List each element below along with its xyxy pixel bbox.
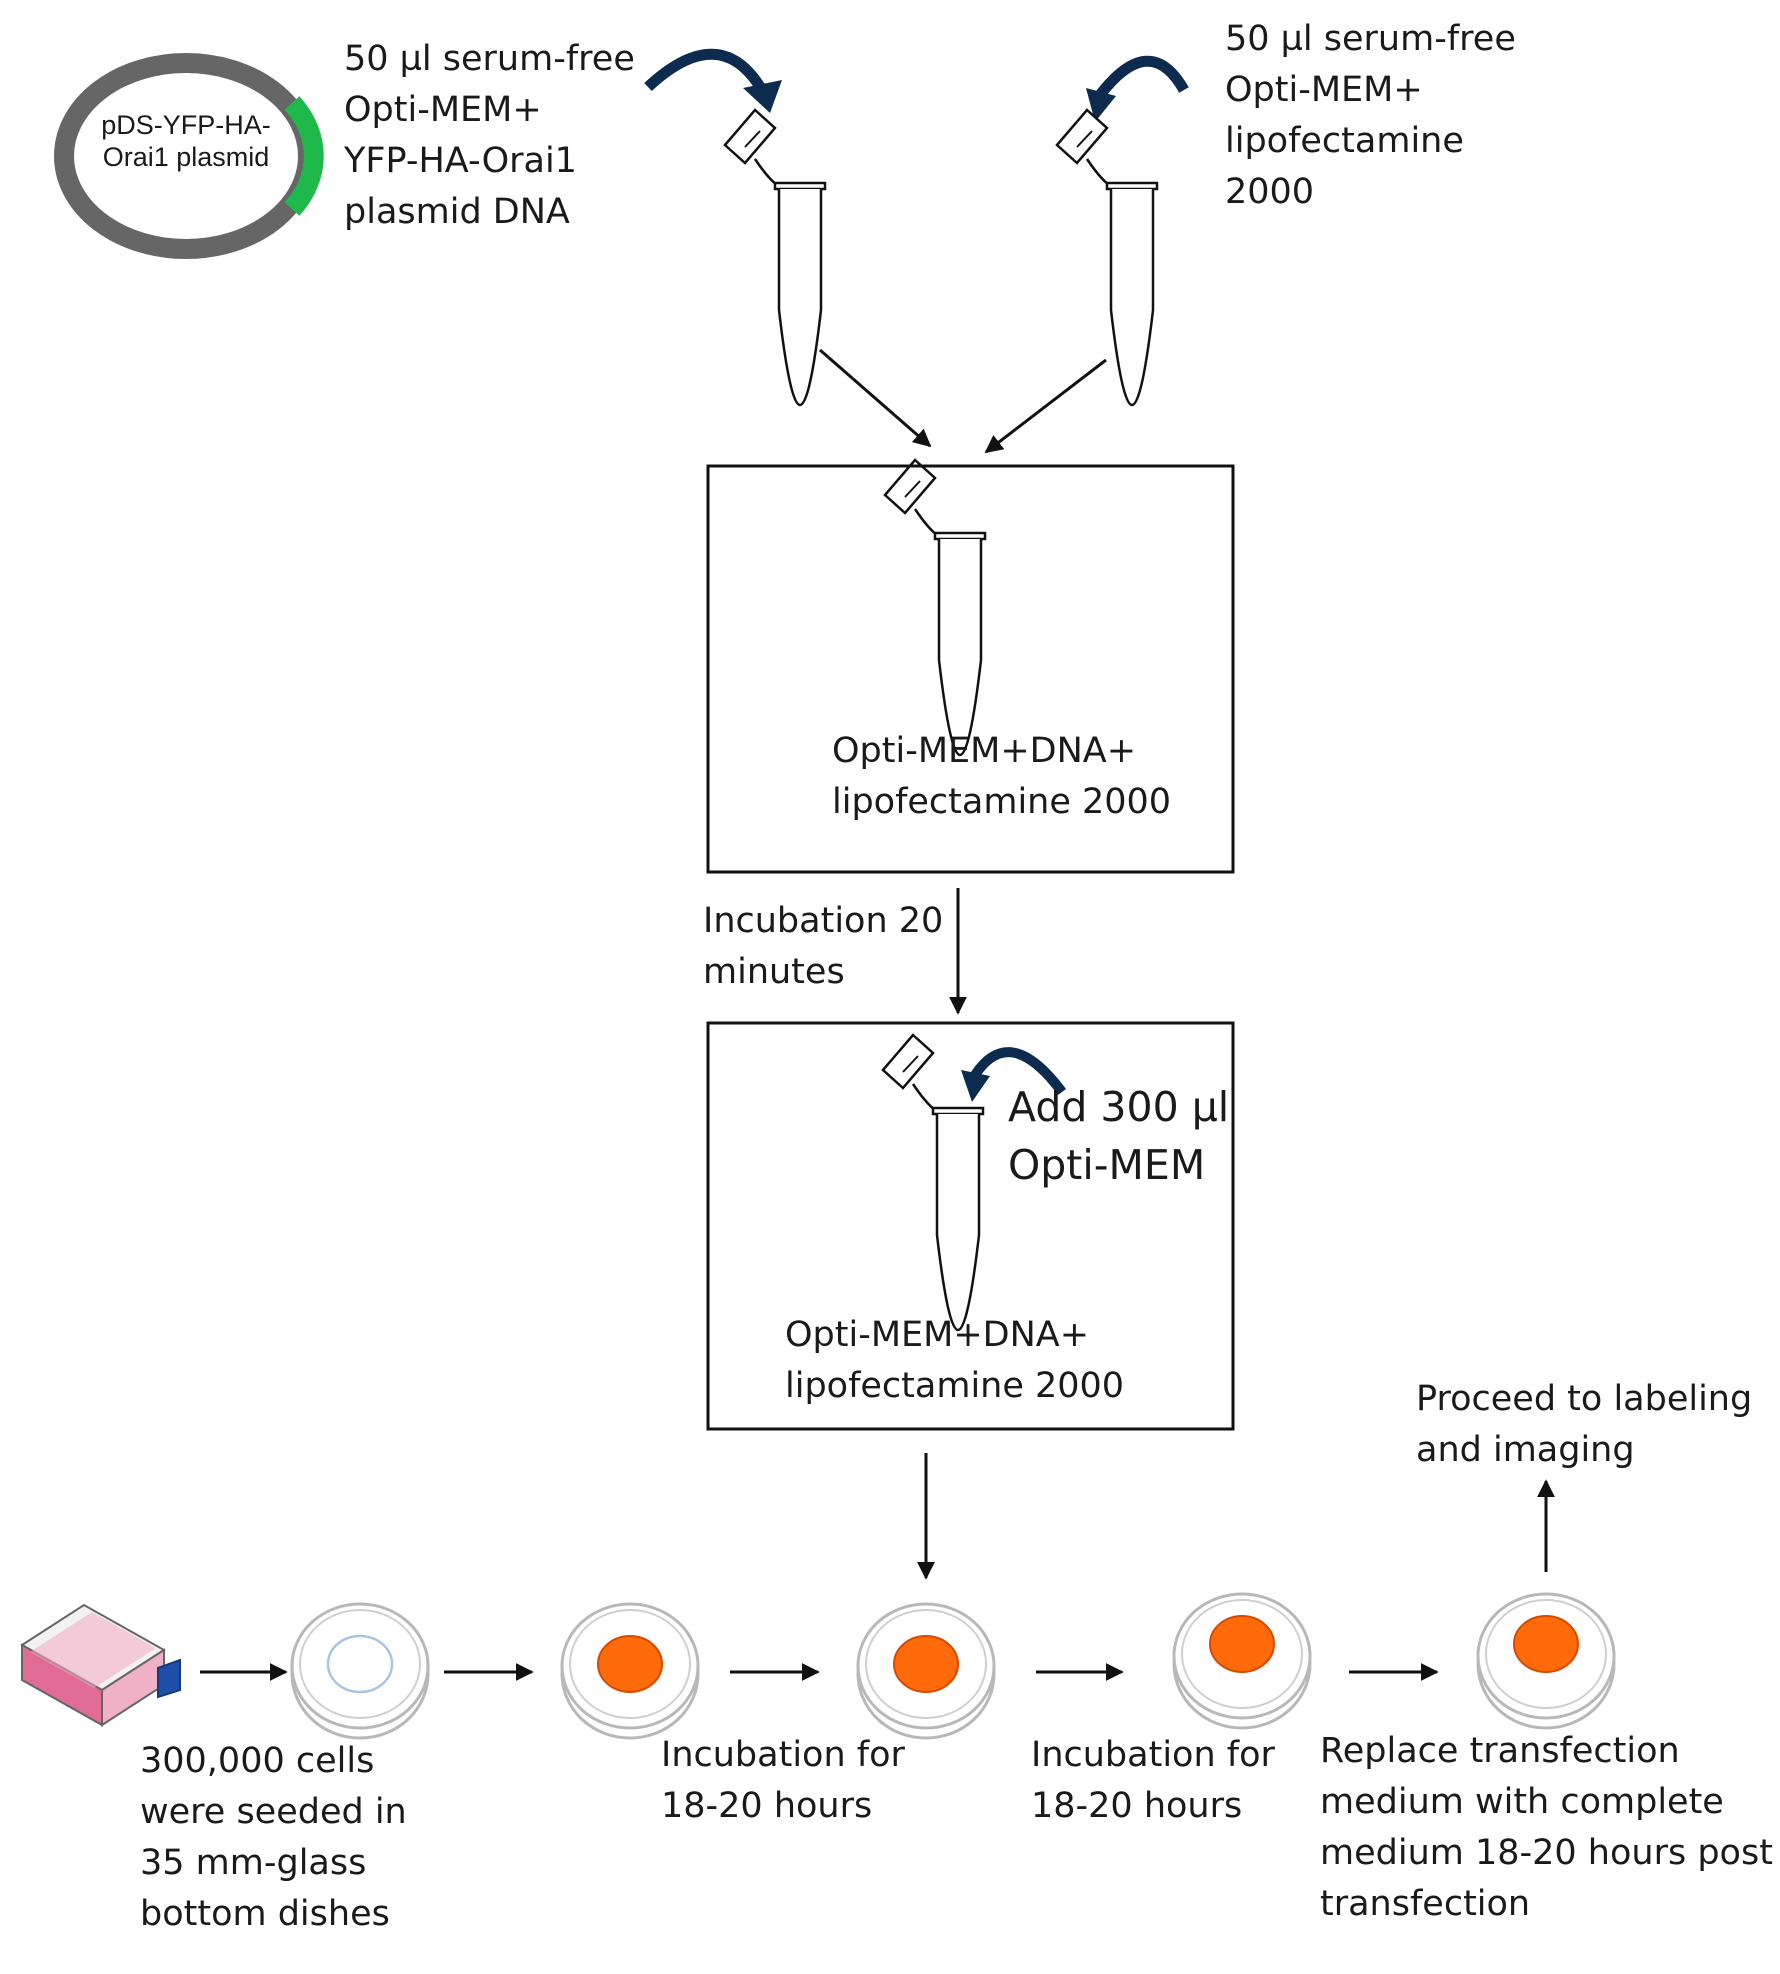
incubation-label: Incubation for 18-20 hours (1031, 1735, 1275, 1826)
plasmid-icon (54, 53, 324, 259)
proceed-label: Proceed to labeling and imaging (1416, 1379, 1753, 1470)
add-opti-mem-label: Add 300 µl Opti-MEM (1008, 1083, 1230, 1189)
arrow-icon (984, 358, 1107, 454)
tube-icon (883, 458, 987, 757)
incubation-20-label: Incubation 20 minutes (703, 901, 944, 992)
arrow-icon (819, 348, 932, 448)
lipofectamine-mix-label: 50 µl serum-free Opti-MEM+ lipofectamine… (1225, 19, 1516, 212)
culture-flask-icon (20, 1603, 181, 1727)
curved-arrow-icon (644, 48, 782, 113)
dna-mix-label: 50 µl serum-free Opti-MEM+ YFP-HA-Orai1 … (344, 39, 635, 232)
dilution-box (706, 1021, 1235, 1431)
diluted-mix-label: Opti-MEM+DNA+ lipofectamine 2000 (785, 1315, 1125, 1406)
combined-mix-label: Opti-MEM+DNA+ lipofectamine 2000 (832, 731, 1172, 822)
tube-icon (1055, 108, 1159, 407)
curved-arrow-icon (1086, 55, 1189, 122)
petri-dish-icon (1172, 1592, 1312, 1730)
petri-dish-icon (290, 1602, 430, 1740)
petri-dish-icon (856, 1602, 996, 1740)
petri-dish-icon (560, 1602, 700, 1740)
plasmid-label: pDS-YFP-HA- Orai1 plasmid (101, 110, 271, 172)
petri-dish-icon (1476, 1592, 1616, 1730)
seed-cells-label: 300,000 cells were seeded in 35 mm-glass… (140, 1741, 407, 1934)
curved-arrow-icon (961, 1047, 1067, 1102)
incubation-label: Incubation for 18-20 hours (661, 1735, 905, 1826)
mix-box (706, 464, 1235, 874)
tube-icon (723, 108, 827, 407)
replace-medium-label: Replace transfection medium with complet… (1320, 1731, 1773, 1924)
